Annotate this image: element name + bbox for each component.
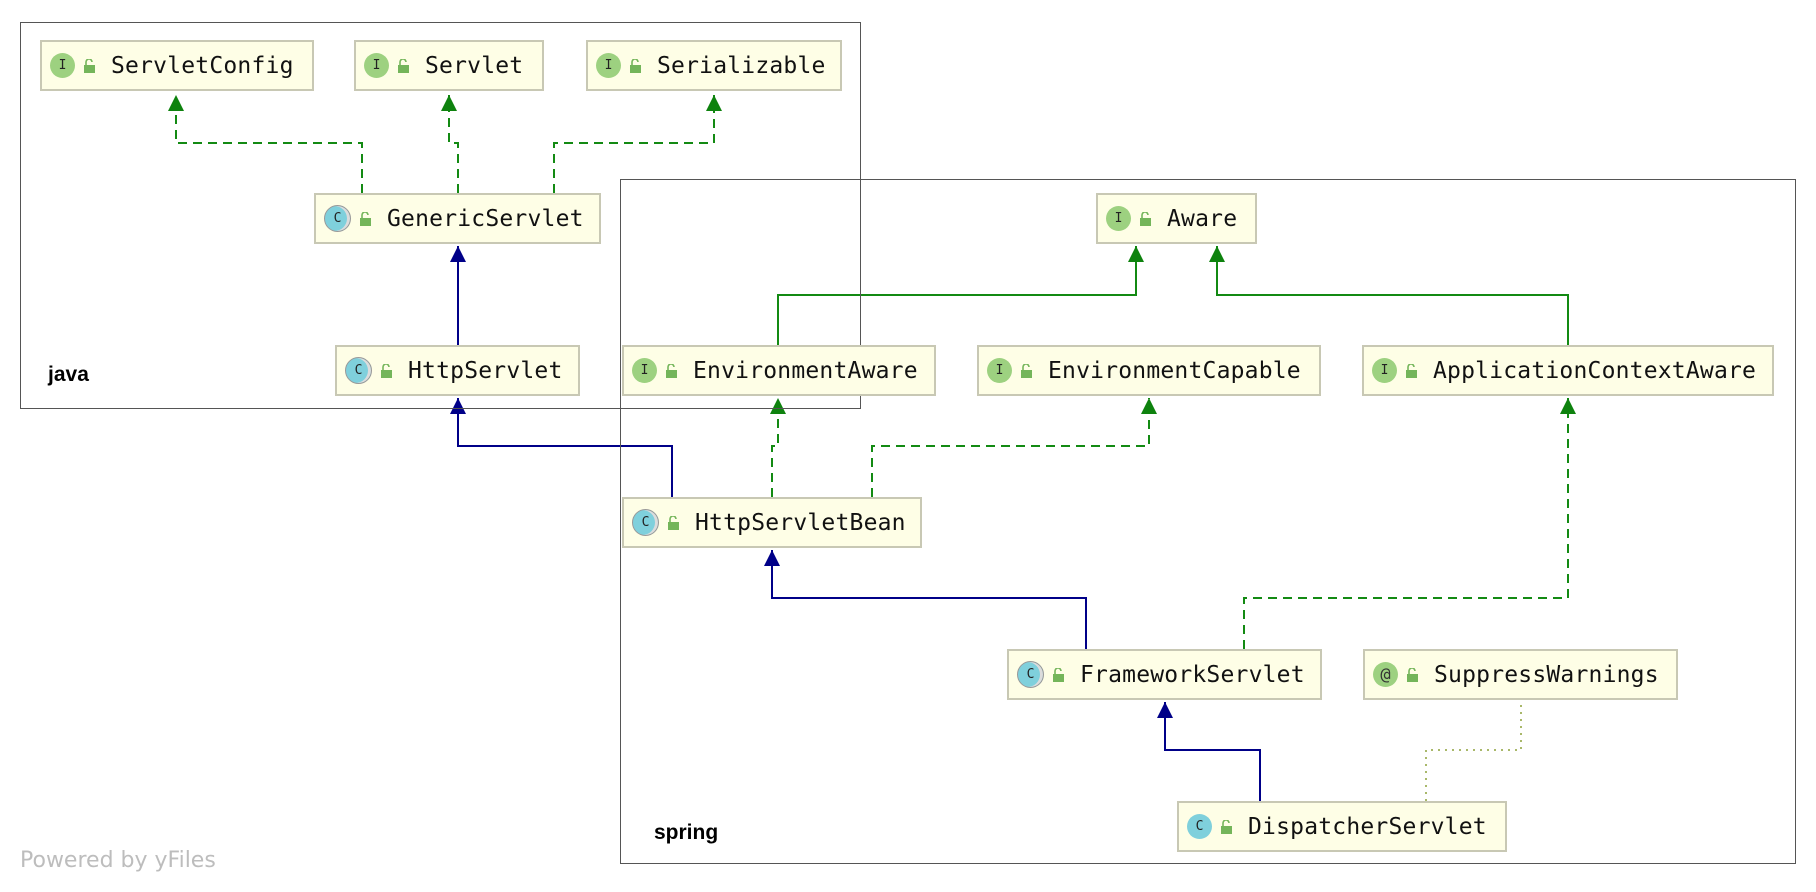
- public-lock-icon: [665, 363, 679, 378]
- class-node-servletconfig[interactable]: I ServletConfig: [40, 40, 314, 91]
- class-name: FrameworkServlet: [1080, 661, 1305, 688]
- class-name: ServletConfig: [111, 52, 294, 79]
- package-group-java: java: [20, 22, 861, 409]
- class-node-aware[interactable]: I Aware: [1096, 193, 1257, 244]
- class-name: DispatcherServlet: [1248, 813, 1487, 840]
- edge-dispatcherservlet-suppresswarnings: [1425, 702, 1522, 801]
- abstract-class-icon: C: [345, 357, 372, 384]
- class-node-applicationcontextaware[interactable]: I ApplicationContextAware: [1362, 345, 1774, 396]
- class-node-environmentaware[interactable]: I EnvironmentAware: [622, 345, 936, 396]
- interface-icon: I: [632, 358, 657, 383]
- edge-frameworkservlet-httpservletbean: [764, 550, 1087, 649]
- class-node-genericservlet[interactable]: C GenericServlet: [314, 193, 601, 244]
- interface-icon: I: [987, 358, 1012, 383]
- package-label-java: java: [48, 363, 89, 386]
- class-node-suppresswarnings[interactable]: @ SuppressWarnings: [1363, 649, 1678, 700]
- class-name: Aware: [1167, 205, 1238, 232]
- interface-icon: I: [1106, 206, 1131, 231]
- package-label-spring: spring: [654, 821, 719, 844]
- edge-httpservletbean-httpservlet: [450, 398, 673, 497]
- edge-genericservlet-serializable: [553, 95, 722, 193]
- public-lock-icon: [1405, 363, 1419, 378]
- class-node-environmentcapable[interactable]: I EnvironmentCapable: [977, 345, 1321, 396]
- public-lock-icon: [397, 58, 411, 73]
- class-node-dispatcherservlet[interactable]: C DispatcherServlet: [1177, 801, 1507, 852]
- public-lock-icon: [380, 363, 394, 378]
- class-name: SuppressWarnings: [1434, 661, 1659, 688]
- class-node-httpservlet[interactable]: C HttpServlet: [335, 345, 580, 396]
- class-node-servlet[interactable]: I Servlet: [354, 40, 544, 91]
- interface-icon: I: [596, 53, 621, 78]
- public-lock-icon: [629, 58, 643, 73]
- class-node-frameworkservlet[interactable]: C FrameworkServlet: [1007, 649, 1322, 700]
- class-name: EnvironmentCapable: [1048, 357, 1301, 384]
- public-lock-icon: [83, 58, 97, 73]
- public-lock-icon: [1020, 363, 1034, 378]
- class-name: ApplicationContextAware: [1433, 357, 1757, 384]
- class-name: Servlet: [425, 52, 524, 79]
- abstract-class-icon: C: [324, 205, 351, 232]
- class-name: Serializable: [657, 52, 826, 79]
- class-name: HttpServletBean: [695, 509, 906, 536]
- edge-httpservletbean-environmentaware: [770, 398, 786, 497]
- abstract-class-icon: C: [1017, 661, 1044, 688]
- abstract-class-icon: C: [632, 509, 659, 536]
- edge-dispatcherservlet-frameworkservlet: [1157, 702, 1261, 801]
- edge-genericservlet-servlet: [441, 95, 459, 193]
- class-name: GenericServlet: [387, 205, 584, 232]
- public-lock-icon: [359, 211, 373, 226]
- interface-icon: I: [1372, 358, 1397, 383]
- public-lock-icon: [667, 515, 681, 530]
- public-lock-icon: [1220, 819, 1234, 834]
- edge-environmentaware-aware: [777, 246, 1144, 345]
- public-lock-icon: [1139, 211, 1153, 226]
- edge-frameworkservlet-applicationcontextaware: [1243, 398, 1576, 649]
- class-node-httpservletbean[interactable]: C HttpServletBean: [622, 497, 922, 548]
- class-name: EnvironmentAware: [693, 357, 918, 384]
- annotation-icon: @: [1373, 662, 1398, 687]
- class-node-serializable[interactable]: I Serializable: [586, 40, 842, 91]
- class-icon: C: [1187, 814, 1212, 839]
- package-group-spring: spring: [620, 179, 1796, 864]
- interface-icon: I: [50, 53, 75, 78]
- class-name: HttpServlet: [408, 357, 563, 384]
- public-lock-icon: [1406, 667, 1420, 682]
- edge-applicationcontextaware-aware: [1209, 246, 1569, 345]
- interface-icon: I: [364, 53, 389, 78]
- edge-httpservletbean-environmentcapable: [871, 398, 1157, 497]
- yfiles-credit: Powered by yFiles: [20, 848, 216, 873]
- edge-genericservlet-servletconfig: [168, 95, 363, 193]
- public-lock-icon: [1052, 667, 1066, 682]
